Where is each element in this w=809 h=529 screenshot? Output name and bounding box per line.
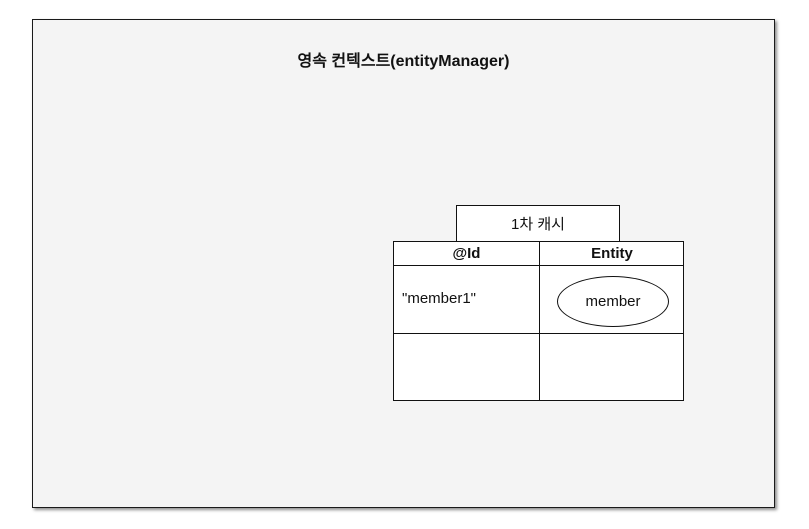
column-header-entity: Entity (591, 245, 633, 262)
first-level-cache-table: @Id Entity "member1" member (393, 241, 684, 401)
persistence-context-box: 영속 컨텍스트(entityManager) 1차 캐시 @Id Entity … (32, 19, 775, 508)
row-divider (394, 333, 683, 334)
column-header-id: @Id (452, 245, 481, 262)
row-1-id: "member1" (402, 290, 477, 307)
column-divider (539, 242, 540, 400)
persistence-context-title: 영속 컨텍스트(entityManager) (297, 53, 510, 70)
first-level-cache-label: 1차 캐시 (456, 205, 620, 242)
row-1-entity: member (557, 276, 669, 327)
header-divider (394, 265, 683, 266)
